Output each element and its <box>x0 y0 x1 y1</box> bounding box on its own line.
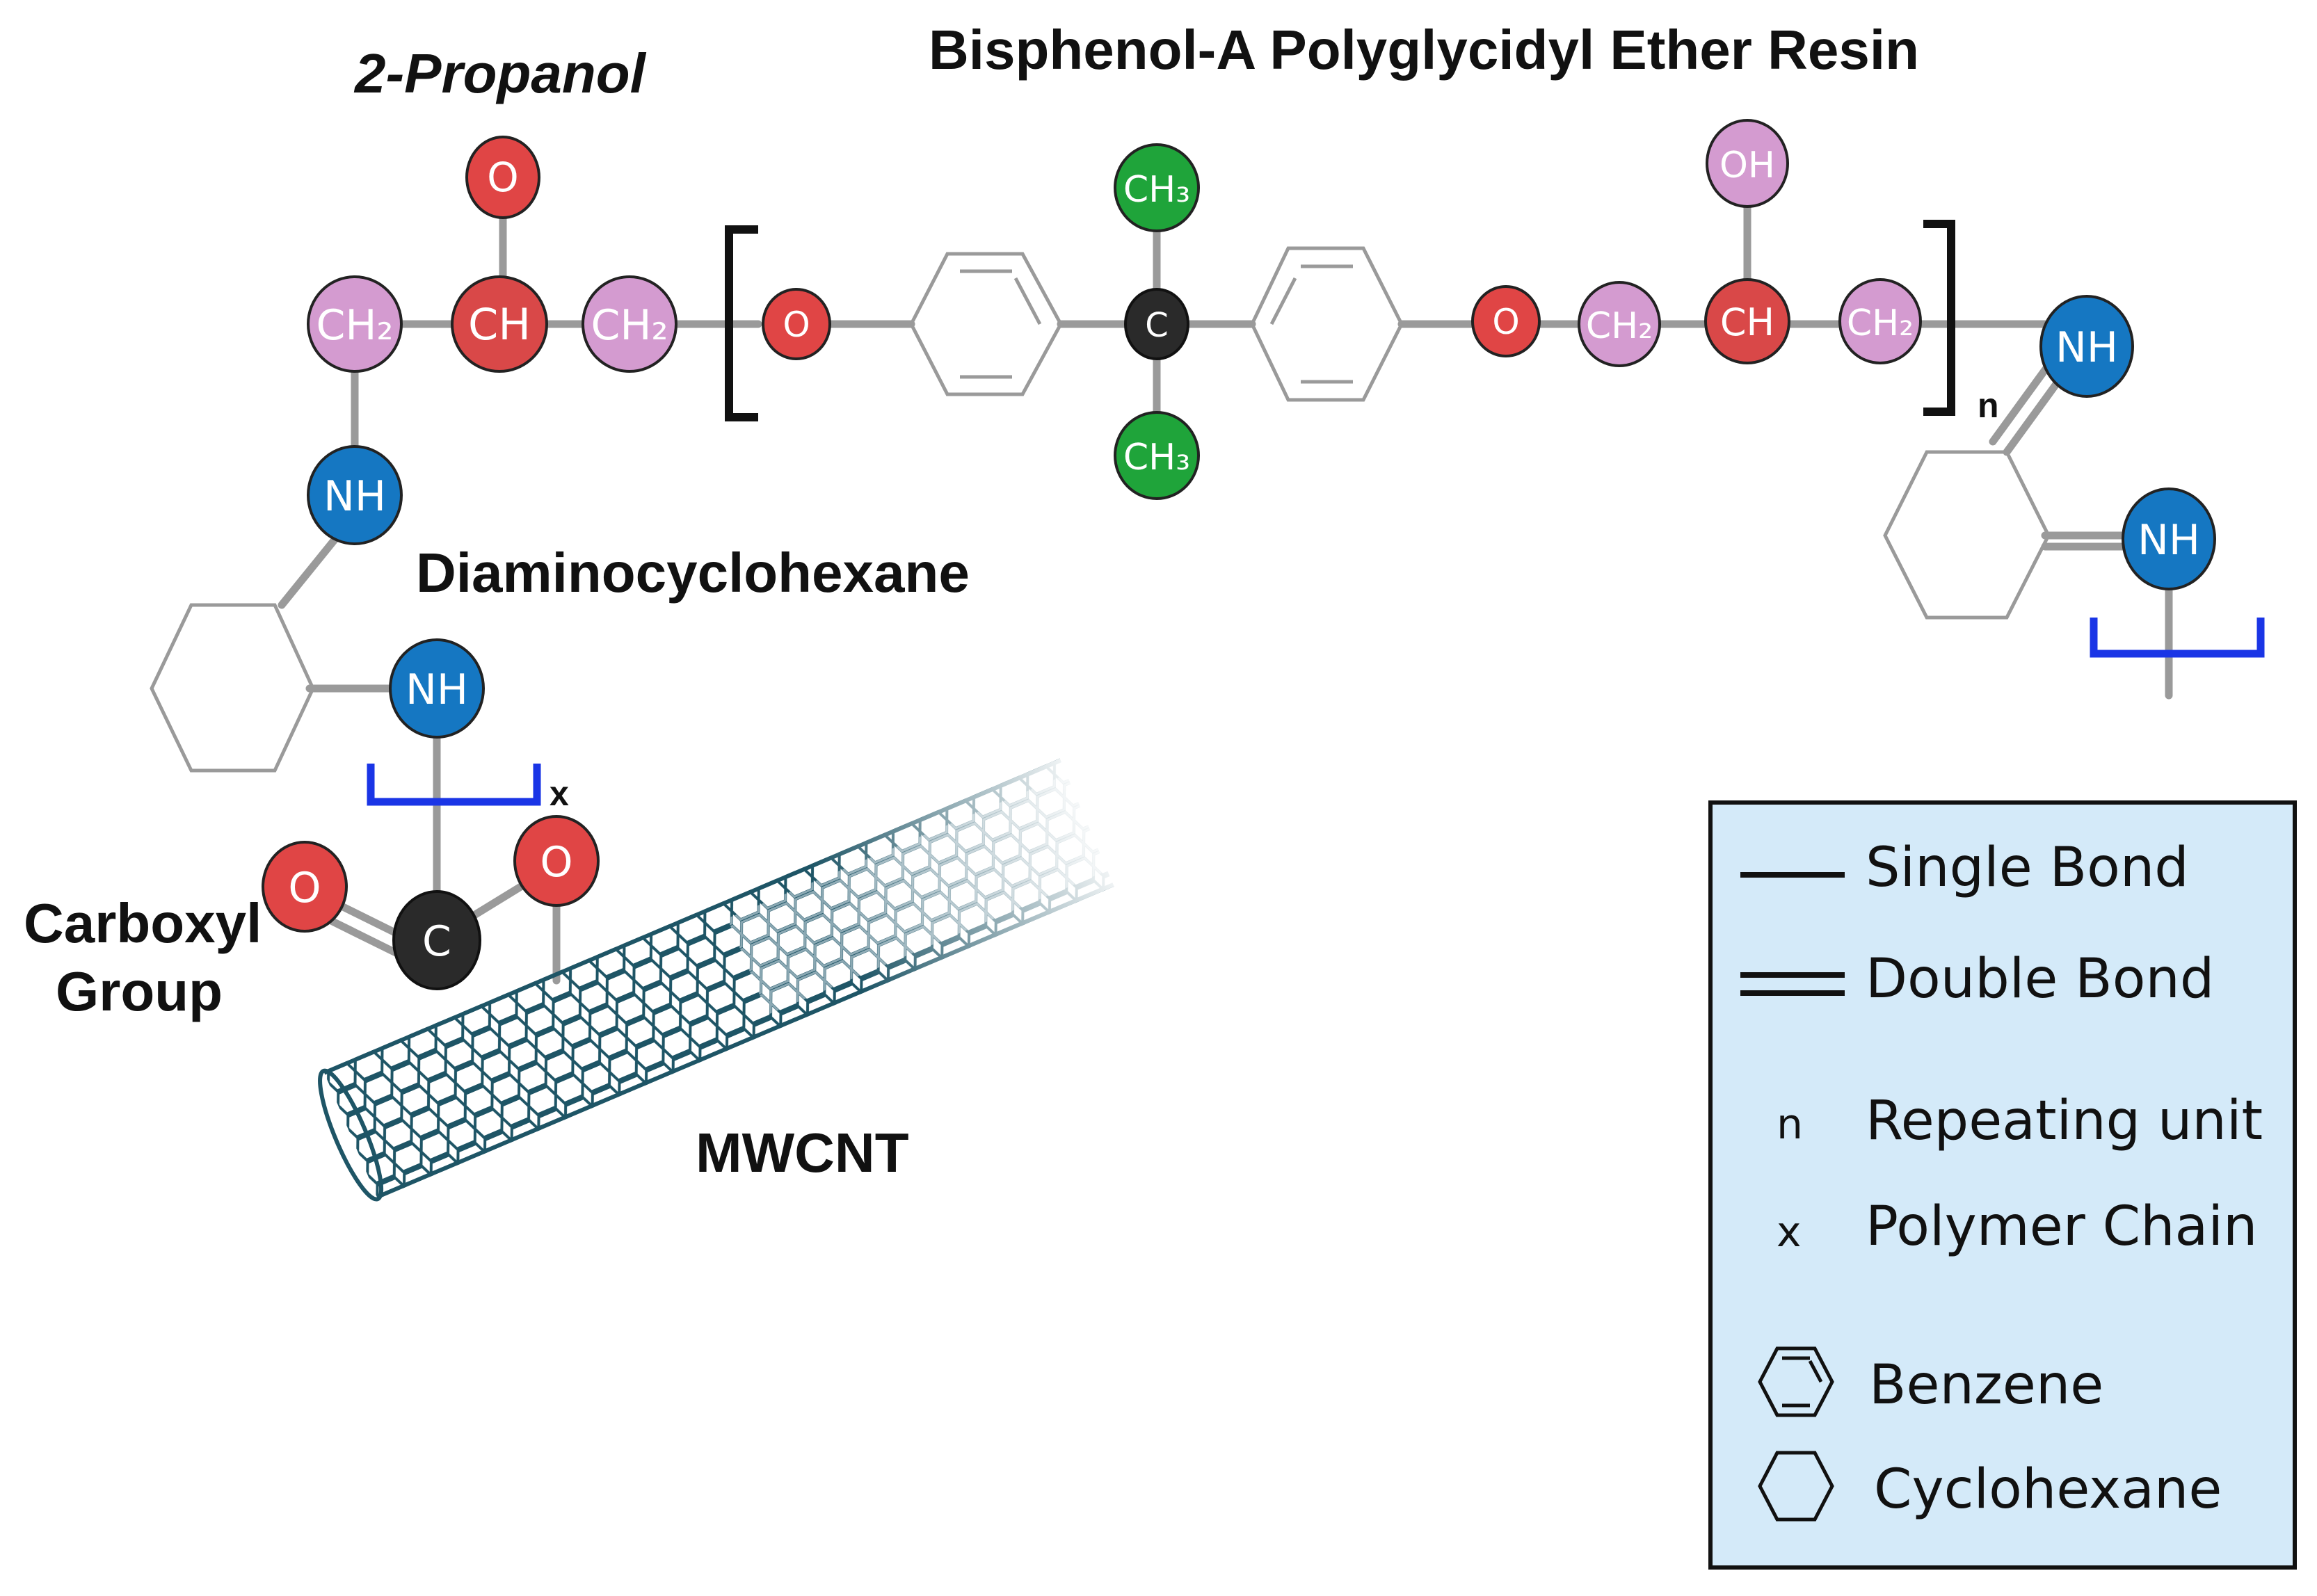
atom-carbon-carboxyl <box>392 890 481 990</box>
atom-oxygen-propanol <box>465 136 540 219</box>
atom-label: NH <box>323 472 386 521</box>
benzene-ring-left <box>909 252 1063 396</box>
polymer-bracket-right <box>2090 618 2265 658</box>
legend-double-bond: Double Bond <box>1866 948 2215 1010</box>
atom-label: CH₂ <box>316 301 393 350</box>
atom-carbon-central <box>1124 288 1189 360</box>
benzene-ring-right <box>1250 246 1404 402</box>
atom-oxygen-carboxyl-right <box>513 815 600 907</box>
propanol-label: 2-Propanol <box>355 42 646 104</box>
subscript-n: n <box>1978 386 1999 425</box>
legend-repeating-unit: Repeating unit <box>1866 1090 2263 1152</box>
legend-x-symbol: x <box>1777 1208 1802 1257</box>
atom-ch2-chain-2 <box>1838 278 1922 364</box>
legend-benzene: Benzene <box>1869 1354 2104 1417</box>
atom-nh-left-top <box>307 445 403 545</box>
repeat-bracket-left <box>725 225 758 421</box>
atom-label: CH <box>468 299 531 350</box>
atom-methyl-top <box>1114 143 1200 232</box>
atom-label: CH₂ <box>1847 303 1914 344</box>
atom-ch2-propanol <box>582 275 678 373</box>
single-bond-symbol <box>1740 872 1845 878</box>
atom-label: O <box>540 838 572 887</box>
atom-label: OH <box>1719 145 1775 186</box>
atom-oxygen-ether-right <box>1471 285 1541 357</box>
carboxyl-label-line2: Group <box>56 960 223 1022</box>
atom-label: CH₃ <box>1123 169 1190 211</box>
atom-ch-chain <box>1704 278 1790 364</box>
carboxyl-label-line1: Carboxyl <box>24 892 262 954</box>
cyclohexane-ring-right <box>1883 450 2051 620</box>
mwcnt-label: MWCNT <box>696 1122 909 1184</box>
polymer-bracket-left <box>367 764 541 806</box>
atom-label: O <box>487 154 519 201</box>
atom-label: O <box>783 305 810 345</box>
atom-ch2-left <box>307 275 403 373</box>
atom-label: O <box>1492 302 1519 342</box>
atom-label: C <box>1145 306 1169 345</box>
atom-label: NH <box>2138 516 2200 565</box>
atom-nh-right-top <box>2039 295 2134 398</box>
nanotube <box>318 750 1134 1202</box>
atom-ch-propanol <box>451 275 548 373</box>
legend-cyclohexane: Cyclohexane <box>1874 1458 2222 1521</box>
diaminocyclohexane-label: Diaminocyclohexane <box>416 542 970 604</box>
repeat-bracket-right <box>1923 220 1955 416</box>
atom-label: CH₂ <box>1586 305 1653 347</box>
atom-label: CH₂ <box>591 301 668 350</box>
atom-label: O <box>288 864 321 912</box>
atom-label: NH <box>2055 323 2118 372</box>
diagram-title: Bisphenol-A Polyglycidyl Ether Resin <box>929 19 1919 81</box>
atom-label: NH <box>406 666 468 714</box>
legend-single-bond: Single Bond <box>1866 837 2189 899</box>
atom-methyl-bottom <box>1114 411 1200 500</box>
atom-oxygen-ether-left <box>762 288 831 360</box>
bonds <box>278 198 2173 985</box>
atom-ch2-chain-1 <box>1578 281 1661 367</box>
atom-label: CH₃ <box>1123 437 1190 478</box>
atom-label: CH <box>1720 300 1774 344</box>
benzene-icon <box>1758 1346 1834 1417</box>
atom-label: C <box>422 917 451 966</box>
legend-box: Single Bond Double Bond n Repeating unit… <box>1708 800 2297 1570</box>
cyclohexane-ring-left <box>150 603 315 773</box>
cyclohexane-icon <box>1758 1451 1834 1522</box>
atom-hydroxyl <box>1706 119 1789 208</box>
subscript-x: x <box>550 774 569 813</box>
atom-oxygen-carboxyl-left <box>262 841 348 933</box>
atom-nh-right-bottom <box>2122 487 2216 590</box>
atom-nh-left-bottom <box>389 638 485 739</box>
legend-polymer-chain: Polymer Chain <box>1866 1195 2258 1258</box>
double-bond-symbol <box>1740 972 1845 996</box>
legend-n-symbol: n <box>1777 1100 1804 1149</box>
